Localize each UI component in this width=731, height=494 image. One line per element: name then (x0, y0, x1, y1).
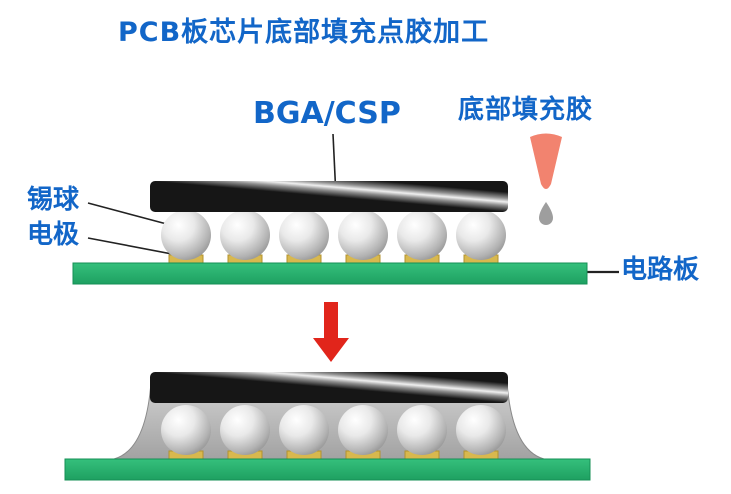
leader-line-solder-ball (87, 202, 179, 228)
arrow-head (313, 338, 349, 362)
assembly-after (64, 372, 591, 481)
solder-balls-top (161, 210, 506, 260)
bga-chip-top (150, 181, 508, 212)
dispenser-needle (530, 133, 562, 189)
solder-ball (279, 210, 329, 260)
label-solder-ball: 锡球 (27, 185, 80, 215)
solder-ball (456, 405, 506, 455)
bga-chip-bottom (150, 372, 508, 403)
label-bga-csp: BGA/CSP (253, 96, 401, 131)
solder-ball (161, 405, 211, 455)
solder-ball (456, 210, 506, 260)
process-arrow (313, 302, 349, 362)
solder-ball (338, 210, 388, 260)
label-electrode: 电极 (27, 220, 80, 250)
label-circuit-board: 电路板 (621, 255, 700, 285)
solder-ball (279, 405, 329, 455)
solder-ball (161, 210, 211, 260)
solder-ball (397, 210, 447, 260)
pcb-board-bottom (64, 458, 591, 481)
diagram-title: PCB板芯片底部填充点胶加工 (118, 17, 490, 48)
assembly-before (72, 181, 588, 285)
solder-ball (220, 210, 270, 260)
solder-ball (220, 405, 270, 455)
pcb-board-top (72, 262, 588, 285)
solder-ball (397, 405, 447, 455)
label-underfill-glue: 底部填充胶 (458, 95, 594, 125)
solder-ball (338, 405, 388, 455)
solder-balls-bottom (161, 405, 506, 455)
arrow-shaft (324, 302, 338, 340)
glue-droplet (539, 202, 553, 225)
glue-dispenser (530, 133, 562, 225)
